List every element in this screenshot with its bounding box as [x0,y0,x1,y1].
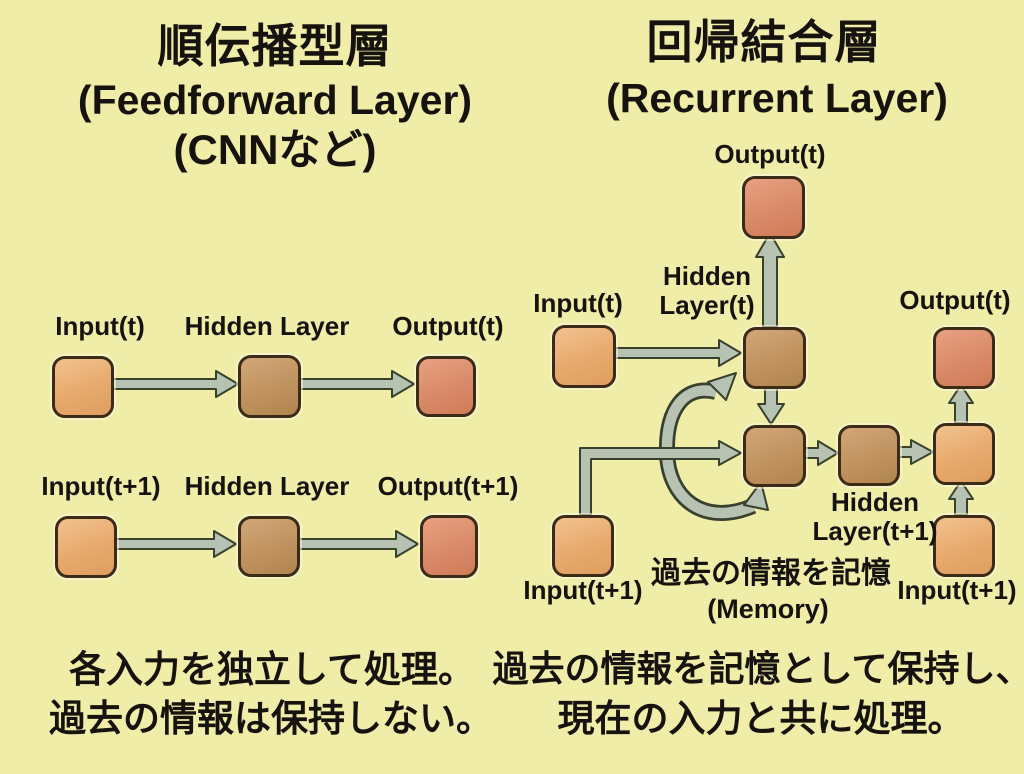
node-hidden-t [743,327,806,389]
label-input-t: Input(t) [55,311,145,341]
memory-loop-head-top [707,372,737,401]
node-hidden-t1 [838,425,900,486]
label-input-t1-left: Input(t+1) [523,575,643,605]
node-output-t-top [742,176,805,239]
arrow-state-to-hidden-t1 [800,440,839,466]
label-hidden-layer-t-line2: Layer(t) [659,290,755,321]
arrow-left-r1-hidden-to-output [296,370,415,398]
label-hidden-layer: Hidden Layer [184,311,350,341]
node-output-t-right [933,327,995,389]
label-output-t-top: Output(t) [714,139,826,169]
node-right-state [933,423,995,485]
memory-label-ja: 過去の情報を記憶 [651,557,891,590]
label-hidden-layer-t1: Hidden Layer(t+1) [812,487,938,547]
label-output-t1: Output(t+1) [377,471,519,501]
label-hidden-layer-2: Hidden Layer [184,471,350,501]
arrow-input-t-to-hidden-t [609,339,742,367]
label-hidden-layer-t: Hidden Layer(t) [659,261,755,321]
arrow-input-t1-elbow-to-state [579,440,742,516]
feedforward-title-sub: (CNNなど) [173,126,377,173]
label-input-t-right-panel: Input(t) [533,288,623,318]
arrow-input-t1-right-up [948,480,974,516]
label-input-t1-right: Input(t+1) [897,575,1017,605]
node-input-t-rec [552,325,616,388]
recurrent-caption-line1: 過去の情報を記憶として保持し、 [492,648,1024,689]
feedforward-title-en: (Feedforward Layer) [77,77,473,123]
recurrent-caption-line2: 現在の入力と共に処理。 [557,698,965,739]
memory-loop-head-bottom [743,481,769,511]
arrow-left-r2-hidden-to-output [295,530,419,558]
node-input-t [52,356,114,418]
node-hidden-row1 [238,355,301,418]
node-output-t1 [420,515,478,578]
feedforward-title-ja: 順伝播型層 [157,20,393,72]
label-input-t1: Input(t+1) [41,471,161,501]
feedforward-caption-line2: 過去の情報は保持しない。 [49,698,493,739]
node-hidden-row2 [238,516,300,577]
node-output-t [416,356,476,417]
arrow-right-state-to-output [948,384,974,424]
node-input-t1-right [933,515,995,577]
arrow-hidden-t1-to-right-state [894,439,934,465]
arrow-hidden-t-to-output-t [755,232,785,328]
label-output-t: Output(t) [392,311,504,341]
label-hidden-layer-t1-line1: Hidden [830,487,920,517]
arrow-left-r1-input-to-hidden [107,370,239,398]
node-input-t1 [55,516,117,578]
arrow-left-r2-input-to-hidden [111,530,237,558]
memory-label-en: (Memory) [707,594,829,624]
arrow-hidden-t-down-to-state [757,382,785,425]
label-output-t-right: Output(t) [899,285,1011,315]
node-input-t1-left [552,515,614,577]
feedforward-caption-line1: 各入力を独立して処理。 [69,649,475,690]
node-hidden-state [743,425,806,487]
recurrent-title-en: (Recurrent Layer) [606,75,948,121]
label-hidden-layer-t-line1: Hidden [662,261,752,291]
label-hidden-layer-t1-line2: Layer(t+1) [812,516,938,547]
recurrent-title-ja: 回帰結合層 [646,16,882,68]
